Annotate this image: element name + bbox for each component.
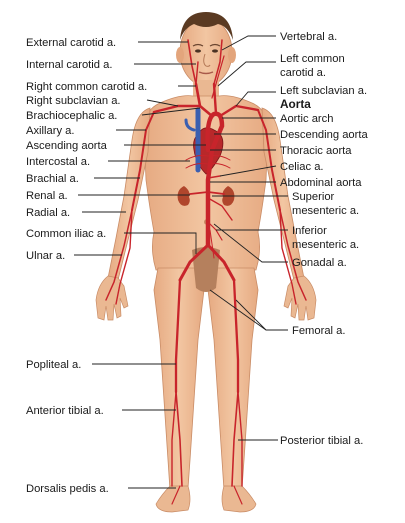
label-popliteal: Popliteal a. [26,359,81,371]
label-left-common-carotid-line2: carotid a. [280,67,326,79]
label-superior-mesenteric-line2: mesenteric a. [292,205,359,217]
leader-vertebral [221,35,276,51]
leader-lines [74,35,288,489]
labels-right: Vertebral a. Left common carotid a. Left… [280,31,368,447]
label-radial: Radial a. [26,207,70,219]
internal-carotid-vessel [195,61,199,85]
ear-left [228,47,236,63]
label-right-common-carotid: Right common carotid a. [26,81,147,93]
foot-left [221,485,257,513]
label-celiac: Celiac a. [280,161,324,173]
label-aorta-heading: Aorta [280,97,311,111]
label-inferior-mesenteric-line2: mesenteric a. [292,239,359,251]
leader-left-common-carotid [217,61,276,87]
label-brachial: Brachial a. [26,173,79,185]
label-axillary: Axillary a. [26,125,75,137]
leader-gonadal [213,223,288,263]
eyebrows [192,43,221,47]
leader-common-iliac [124,232,197,254]
label-vertebral: Vertebral a. [280,31,337,43]
leader-left-subclavian [235,91,276,107]
labels-left: External carotid a. Internal carotid a. … [26,37,147,495]
label-abdominal-aorta: Abdominal aorta [280,177,362,189]
head [179,17,233,87]
pelvic-region [192,247,220,292]
left-anterior-tibial-vessel [231,391,239,487]
label-left-subclavian: Left subclavian a. [280,85,367,97]
label-intercostal: Intercostal a. [26,156,90,168]
leader-right-subclavian [146,99,179,107]
left-radial-vessel [279,209,307,301]
left-ulnar-vessel [279,209,297,305]
right-brachial-vessel [131,111,155,211]
mouth [198,71,214,75]
right-common-iliac-vessel [178,243,210,282]
hand-left [283,275,317,321]
left-dorsalis-pedis-vessel [233,485,243,505]
pulmonary-vein [184,118,196,132]
ear-right [176,47,184,63]
label-gonadal: Gonadal a. [292,257,347,269]
arm-right [107,107,151,281]
right-anterior-tibial-vessel [175,391,183,487]
eye-right [195,49,201,53]
gonadal-vessel [209,229,215,259]
label-posterior-tibial: Posterior tibial a. [280,435,363,447]
label-superior-mesenteric-line1: Superior [292,191,335,203]
label-right-subclavian: Right subclavian a. [26,95,121,107]
hair [180,12,233,40]
leader-femoral-b [209,289,267,331]
label-common-iliac: Common iliac a. [26,228,106,240]
right-dorsalis-pedis-vessel [171,485,181,505]
right-femoral-vessel [174,278,182,394]
label-dorsalis-pedis: Dorsalis pedis a. [26,483,109,495]
label-aortic-arch: Aortic arch [280,113,333,125]
arterial-tree [105,39,307,505]
label-thoracic-aorta: Thoracic aorta [280,145,352,157]
label-descending-aorta: Descending aorta [280,129,368,141]
label-renal: Renal a. [26,190,68,202]
foot-right [155,485,191,513]
left-femoral-vessel [232,278,240,394]
label-ascending-aorta: Ascending aorta [26,140,108,152]
intercostal-vessels [185,155,231,169]
hand-right [95,275,129,321]
external-carotid-vessel [187,39,197,85]
vertebral-vessel [211,55,225,99]
label-ulnar: Ulnar a. [26,250,65,262]
label-anterior-tibial: Anterior tibial a. [26,405,104,417]
label-left-common-carotid-line1: Left common [280,53,345,65]
label-inferior-mesenteric-line1: Inferior [292,225,327,237]
renal-vessels [189,191,225,195]
right-ulnar-vessel [115,209,133,305]
celiac-vessel [207,175,221,179]
label-external-carotid: External carotid a. [26,37,116,49]
kidney-right [177,186,190,206]
left-carotid-face-vessel [213,39,223,85]
right-posterior-tibial-vessel [171,391,177,487]
arm-left [261,107,305,281]
leader-celiac [219,165,277,177]
right-radial-vessel [105,209,133,301]
eye-left [212,49,218,53]
label-internal-carotid: Internal carotid a. [26,59,112,71]
nose [203,53,211,67]
superior-mesenteric-vessel [207,197,233,221]
neck [193,80,219,98]
label-femoral: Femoral a. [292,325,345,337]
leader-brachiocephalic [141,107,201,116]
label-brachiocephalic: Brachiocephalic a. [26,110,117,122]
